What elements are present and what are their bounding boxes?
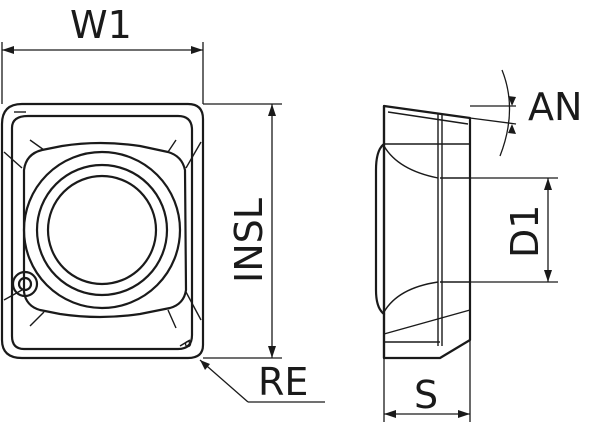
w1-dimension: W1 <box>1 3 204 104</box>
s-dimension: S <box>383 340 471 422</box>
hole-middle-ring <box>35 163 169 297</box>
hole-inner-ring <box>46 174 158 286</box>
corner-dot <box>184 340 192 348</box>
right-flank-lower <box>185 291 202 321</box>
an-dimension: AN <box>469 69 582 157</box>
insert-outline <box>0 102 205 360</box>
bottom-flank-left <box>29 311 45 327</box>
insl-dimension: INSL <box>203 103 282 359</box>
s-label: S <box>414 373 438 417</box>
side-chip-breaker <box>374 142 386 316</box>
insl-label: INSL <box>227 198 271 283</box>
insert-side-view <box>374 104 472 360</box>
identification-dot-inner <box>17 276 33 292</box>
bottom-flank-right <box>167 309 177 329</box>
chip-former-outline <box>22 141 188 319</box>
left-flank-upper <box>3 151 23 169</box>
re-label: RE <box>258 360 308 404</box>
re-dimension: RE <box>199 359 325 404</box>
right-flank-upper <box>185 141 202 169</box>
insert-top-view <box>0 102 205 360</box>
d1-dimension: D1 <box>470 177 558 283</box>
insert-land-contour <box>10 114 194 351</box>
left-flank-lower <box>3 289 23 301</box>
top-flank-right <box>167 139 177 153</box>
identification-dot-outer <box>11 270 39 298</box>
hole-outer-ring <box>22 150 182 310</box>
d1-label: D1 <box>503 205 547 258</box>
an-label: AN <box>528 85 582 129</box>
top-flank-left <box>29 139 45 151</box>
w1-label: W1 <box>70 3 132 47</box>
